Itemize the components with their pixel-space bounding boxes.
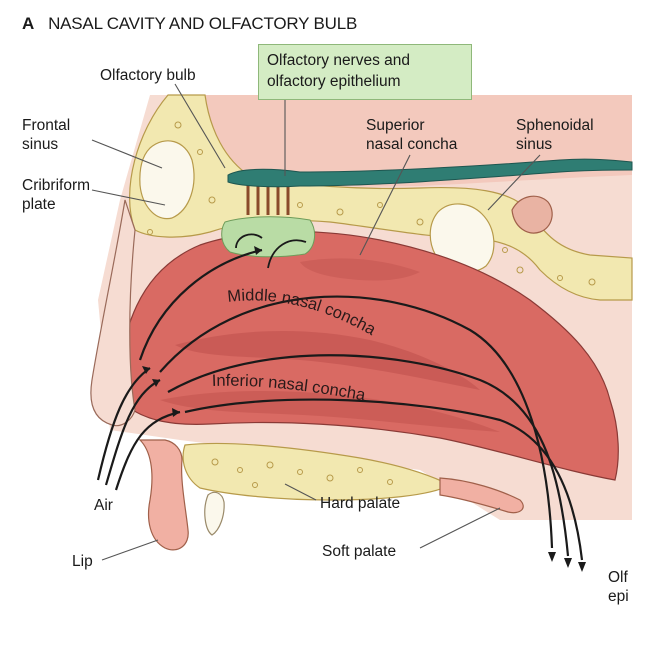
airflow-lines (96, 248, 584, 561)
superior-concha-label-line1: Superior (366, 117, 425, 134)
figure-title: A NASAL CAVITY AND OLFACTORY BULB (22, 14, 357, 34)
cut-off-label-line1: Olf (608, 569, 628, 586)
arrow-heads (142, 246, 586, 572)
olfactory-airflow-curls (235, 233, 307, 269)
tooth (204, 491, 225, 536)
external-nose (90, 199, 136, 427)
panel-letter: A (22, 14, 35, 33)
soft-palate (439, 477, 524, 514)
cribriform-label-line1: Cribriform (22, 177, 91, 194)
lip-label: Lip (72, 553, 93, 570)
bone-speckles (147, 121, 596, 286)
soft-palate-label: Soft palate (322, 543, 397, 560)
cut-off-label-line2: epi (608, 588, 629, 605)
sphenoidal-label-line2: sinus (516, 136, 553, 153)
cribriform-label-line2: plate (22, 196, 56, 213)
cut-off-label: Olf epi (608, 568, 629, 606)
skull-bone (129, 94, 633, 301)
superior-concha-label: Superior nasal concha (366, 116, 457, 154)
middle-concha-shadow (175, 330, 480, 390)
sphenoidal-sinus-label: Sphenoidal sinus (516, 116, 594, 154)
olfactory-nerves-callout: Olfactory nerves and olfactory epitheliu… (258, 44, 472, 100)
olfactory-epithelium (221, 216, 316, 258)
sphenoidal-label-line1: Sphenoidal (516, 117, 594, 134)
olfactory-nerves-label-line1: Olfactory nerves and (267, 52, 411, 69)
cribriform-plate-label: Cribriform plate (22, 176, 90, 214)
frontal-sinus-label-line1: Frontal (22, 117, 71, 134)
olfactory-bulb-tract (227, 158, 633, 188)
superior-concha-shadow (300, 258, 420, 281)
inferior-concha-shadow (160, 391, 500, 432)
superior-concha-label-line2: nasal concha (366, 136, 458, 153)
palate-speckles (211, 458, 393, 488)
leader-lines (91, 83, 541, 561)
hard-palate-bone (182, 442, 452, 501)
air-label: Air (94, 497, 113, 514)
frontal-sinus-label-line2: sinus (22, 136, 59, 153)
olfactory-nerve-fibers (246, 185, 290, 215)
olfactory-nerves-label-line2: olfactory epithelium (267, 73, 401, 90)
olfactory-bulb-label: Olfactory bulb (100, 67, 196, 84)
sphenoid-knob (511, 195, 553, 234)
frontal-sinus (139, 140, 195, 220)
hard-palate-label: Hard palate (320, 495, 401, 512)
upper-lip (138, 439, 189, 551)
sphenoidal-sinus (429, 203, 495, 273)
frontal-sinus-label: Frontal sinus (22, 116, 70, 154)
panel-title-text: NASAL CAVITY AND OLFACTORY BULB (48, 14, 358, 33)
